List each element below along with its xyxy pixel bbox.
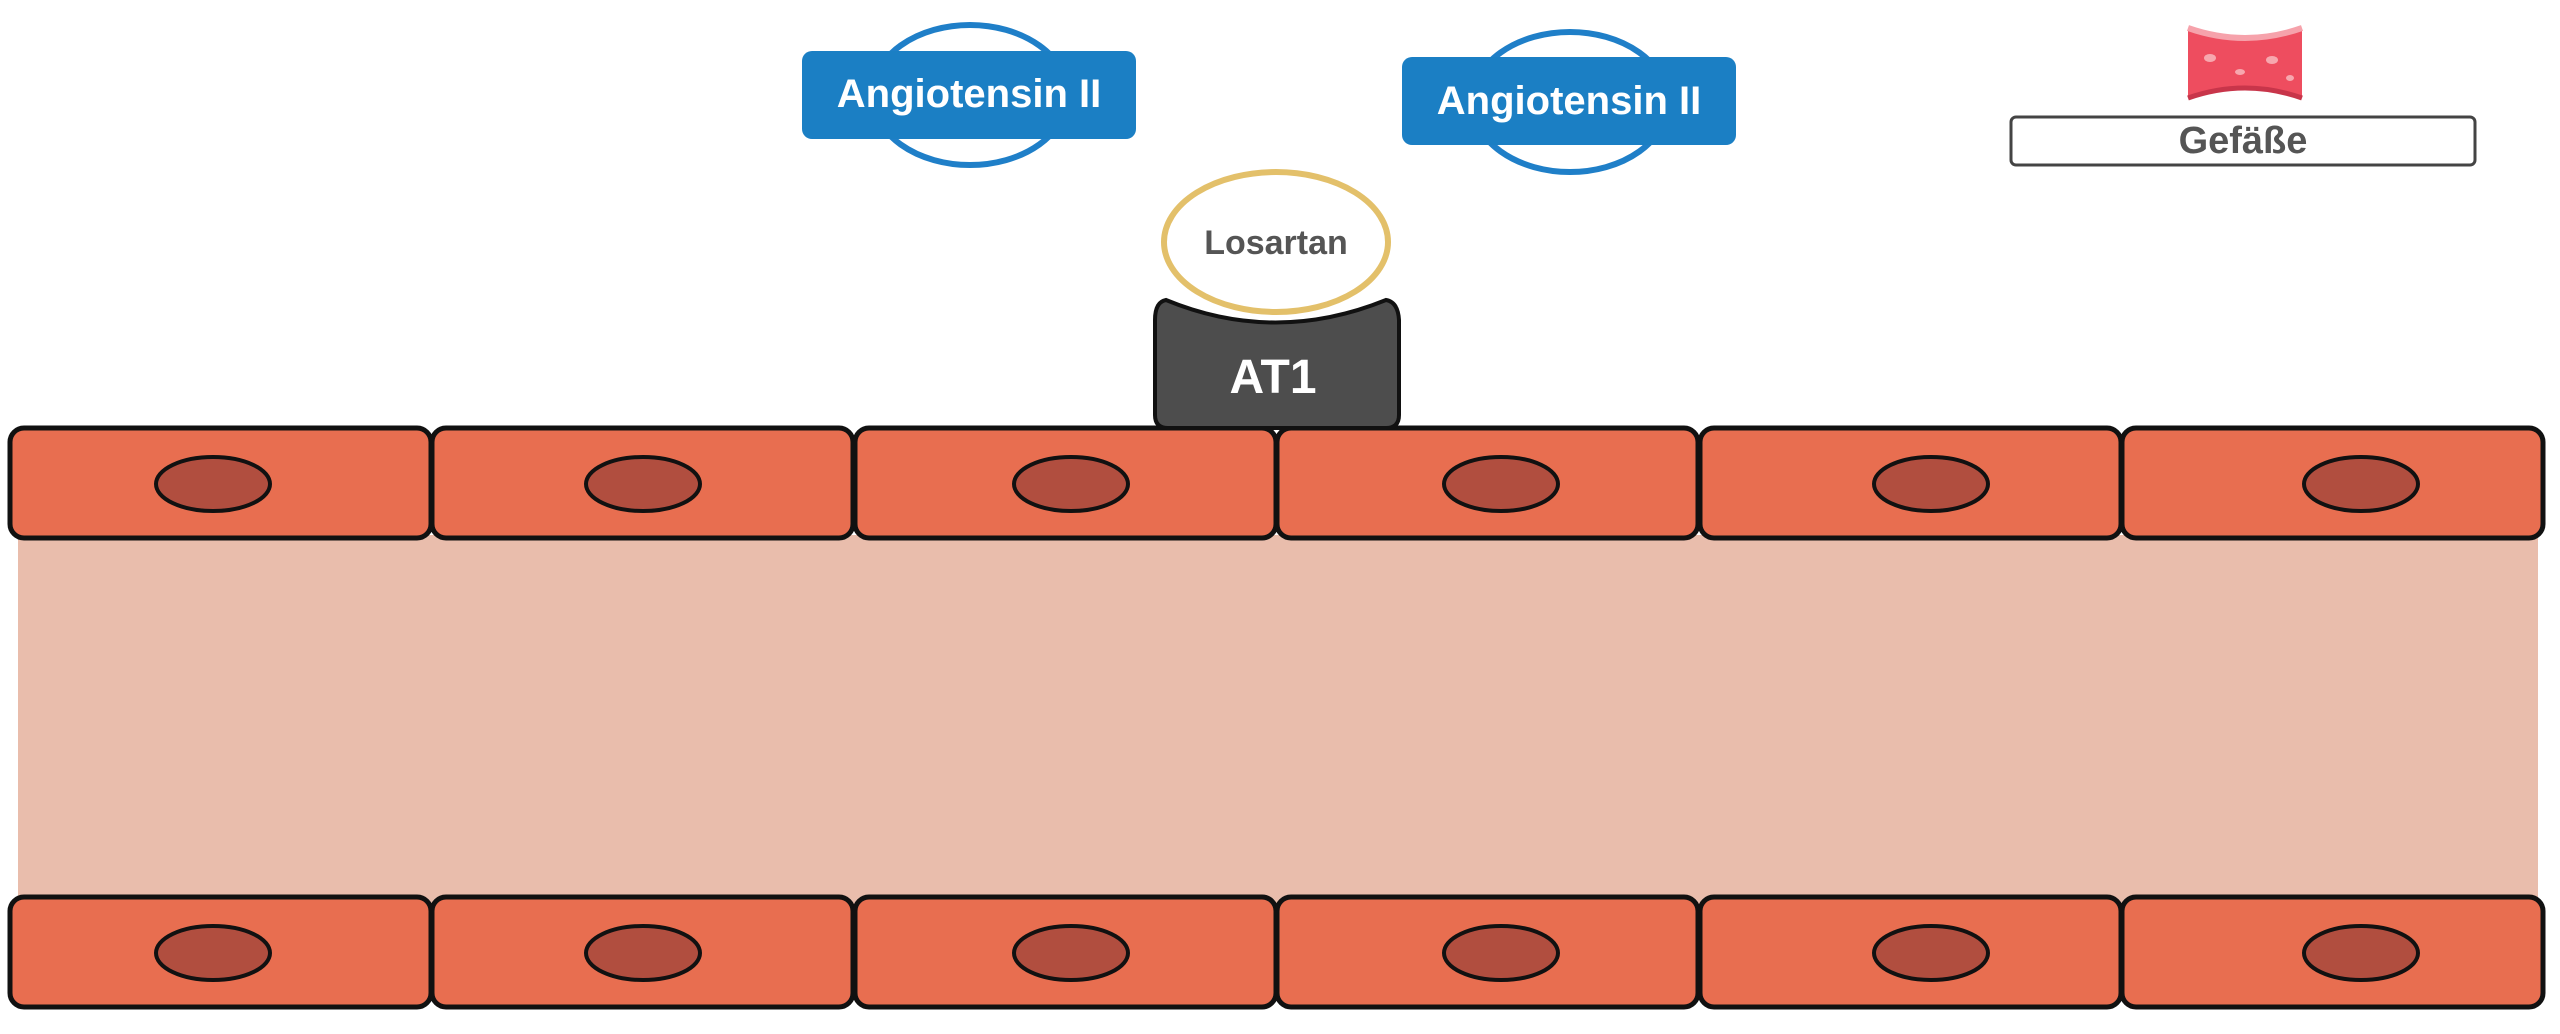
cell-nucleus [584, 924, 702, 982]
losartan-label: Losartan [1204, 224, 1348, 262]
endothelial-cell [852, 894, 1279, 1010]
endothelial-cell [7, 894, 434, 1010]
angiotensin-ii-label-right: Angiotensin II [1437, 79, 1701, 123]
endothelial-cell-row-bottom [7, 894, 2546, 1010]
vessel-lumen [18, 535, 2538, 905]
cell-nucleus [2302, 455, 2420, 513]
legend-label: Gefäße [2179, 120, 2308, 162]
angiotensin-ii-molecule-left[interactable]: Angiotensin II [802, 22, 1136, 168]
cell-nucleus [2302, 924, 2420, 982]
at1-receptor-label: AT1 [1229, 351, 1316, 404]
cell-nucleus [1872, 924, 1990, 982]
endothelial-cell [1274, 894, 1701, 1010]
endothelial-cell [1274, 425, 1701, 541]
endothelial-cell [429, 425, 856, 541]
losartan-molecule[interactable]: Losartan [1161, 169, 1391, 315]
endothelial-cell [7, 425, 434, 541]
angiotensin-ii-molecule-right[interactable]: Angiotensin II [1402, 29, 1736, 175]
cell-nucleus [1442, 924, 1560, 982]
blood-vessel-icon [2187, 25, 2303, 101]
endothelial-cell [852, 425, 1279, 541]
cell-nucleus [1012, 455, 1130, 513]
endothelial-cell [2119, 894, 2546, 1010]
endothelial-cell [1697, 425, 2124, 541]
endothelial-cell [429, 894, 856, 1010]
legend-label-box [2009, 115, 2477, 167]
endothelial-cell [2119, 425, 2546, 541]
cell-nucleus [1872, 455, 1990, 513]
legend-vessels: Gefäße [2009, 115, 2477, 167]
angiotensin-ii-label-left: Angiotensin II [837, 72, 1101, 116]
cell-nucleus [1442, 455, 1560, 513]
cell-nucleus [154, 924, 272, 982]
cell-nucleus [154, 455, 272, 513]
at1-receptor[interactable]: AT1 [1153, 297, 1401, 430]
cell-nucleus [1012, 924, 1130, 982]
cell-nucleus [584, 455, 702, 513]
endothelial-cell-row-top [7, 425, 2546, 541]
endothelial-cell [1697, 894, 2124, 1010]
